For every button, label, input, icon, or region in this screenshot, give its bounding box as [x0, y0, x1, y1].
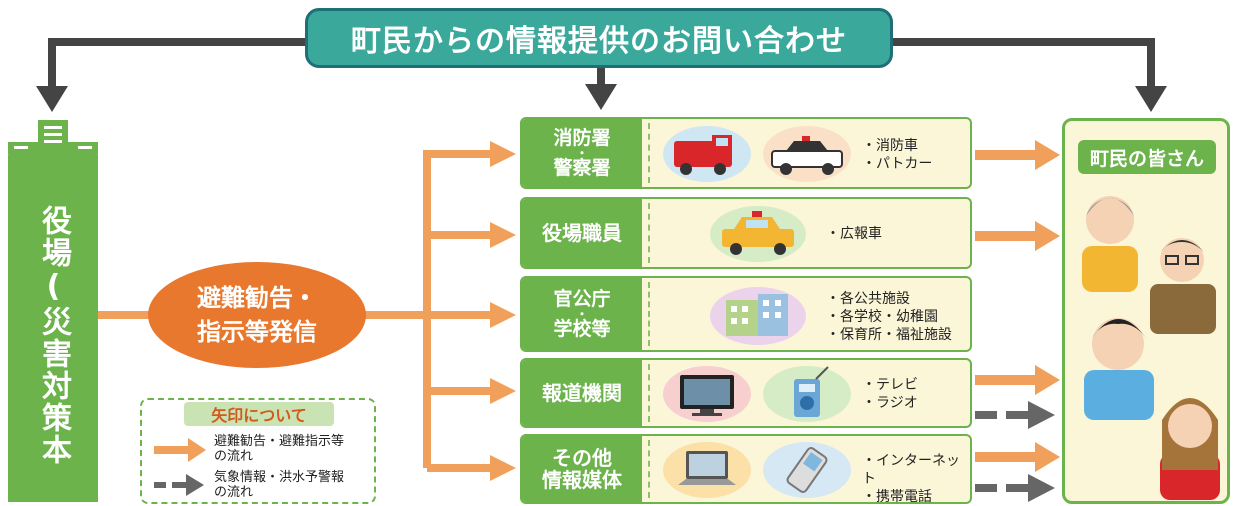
town-office-column: [8, 150, 98, 502]
channel-label: 消防署 ・ 警察署: [522, 119, 642, 187]
legend-line: の流れ: [214, 485, 254, 500]
channel-items: ・テレビ ・ラジオ: [862, 376, 918, 412]
legend-arrows: [154, 438, 206, 496]
orange-arrow-icon: [154, 438, 206, 462]
gray-dashed-arrow-icon: [154, 474, 204, 496]
channel-label-line: 学校等: [553, 318, 611, 340]
channel-item: ・パトカー: [862, 156, 933, 172]
channel-label-line: 役場職員: [542, 221, 622, 245]
channel-item: ・ラジオ: [862, 395, 918, 411]
channel-item: ・広報車: [826, 226, 882, 242]
channel-label-line: 情報媒体: [542, 468, 622, 492]
channel-public-offices: 官公庁 ・ 学校等 ・各公共施設 ・各学校・幼稚園 ・保育所・福祉施設: [520, 276, 972, 352]
legend-title: 矢印について: [184, 402, 334, 426]
police-car-icon: [763, 126, 851, 182]
mobile-phone-icon: [763, 442, 851, 498]
channel-items: ・広報車: [826, 225, 882, 243]
pr-vehicle-icon: [710, 206, 806, 262]
channel-label: 役場職員: [522, 199, 642, 267]
channel-item: ・保育所・福祉施設: [826, 327, 952, 343]
channel-label-line: その他: [552, 446, 612, 470]
info-inquiry-arrows: [36, 38, 1167, 112]
channel-item: ・テレビ: [862, 377, 918, 393]
legend-line: の流れ: [214, 449, 254, 464]
weather-info-arrows: [975, 401, 1055, 502]
channel-item: ・インターネット: [862, 453, 960, 487]
inquiry-banner: 町民からの情報提供のお問い合わせ: [305, 8, 893, 68]
issuer-line-1: 避難勧告・: [197, 284, 317, 312]
channel-items: ・インターネット ・携帯電話: [862, 452, 970, 506]
channel-items: ・消防車 ・パトカー: [862, 137, 932, 173]
issuer-line-2: 指示等発信: [197, 318, 317, 346]
channel-label-line: ・: [575, 307, 588, 321]
evacuation-issuer: 避難勧告・ 指示等発信: [148, 262, 366, 368]
channel-town-staff: 役場職員 ・広報車: [520, 197, 972, 269]
channel-item: ・各学校・幼稚園: [826, 309, 938, 325]
laptop-icon: [663, 442, 751, 498]
channel-media: 報道機関 ・テレビ ・ラジオ: [520, 358, 972, 428]
radio-icon: [763, 366, 851, 422]
channel-items: ・各公共施設 ・各学校・幼稚園 ・保育所・福祉施設: [826, 290, 952, 344]
evacuation-order-arrows: [98, 140, 1060, 481]
channel-item: ・消防車: [862, 138, 918, 154]
legend-orange-text: 避難勧告・避難指示等 の流れ: [214, 434, 344, 464]
public-building-icon: [710, 287, 806, 345]
channel-label: その他 情報媒体: [522, 436, 642, 502]
channel-item: ・各公共施設: [826, 291, 910, 307]
television-icon: [663, 366, 751, 422]
residents-title: 町民の皆さん: [1078, 140, 1216, 174]
channel-label-line: 官公庁: [553, 288, 611, 310]
residents-illustration: [1082, 196, 1220, 500]
elderly-woman-icon: [1082, 196, 1138, 292]
channel-label-line: 警察署: [553, 157, 611, 179]
channel-item: ・携帯電話: [862, 489, 932, 505]
elderly-man-icon: [1150, 238, 1216, 334]
town-office-label: 役場(災害対策本部): [36, 205, 71, 466]
channel-fire-police: 消防署 ・ 警察署 ・消防車 ・パトカー: [520, 117, 972, 189]
channel-label: 官公庁 ・ 学校等: [522, 278, 642, 350]
woman-icon: [1160, 398, 1220, 500]
legend-line: 気象情報・洪水予警報: [214, 470, 345, 485]
banner-title: 町民からの情報提供のお問い合わせ: [351, 24, 847, 59]
channel-label-line: 報道機関: [542, 381, 622, 405]
channel-label-line: ・: [575, 146, 588, 160]
channel-other-media: その他 情報媒体 ・インターネット ・携帯電話: [520, 434, 972, 506]
boy-icon: [1084, 318, 1154, 420]
fire-truck-icon: [663, 126, 751, 182]
legend-line: 避難勧告・避難指示等: [214, 434, 345, 449]
channel-label-line: 消防署: [553, 127, 611, 149]
office-building-icon: [8, 120, 98, 154]
legend-gray-text: 気象情報・洪水予警報 の流れ: [214, 470, 344, 500]
channel-label: 報道機関: [522, 360, 642, 426]
